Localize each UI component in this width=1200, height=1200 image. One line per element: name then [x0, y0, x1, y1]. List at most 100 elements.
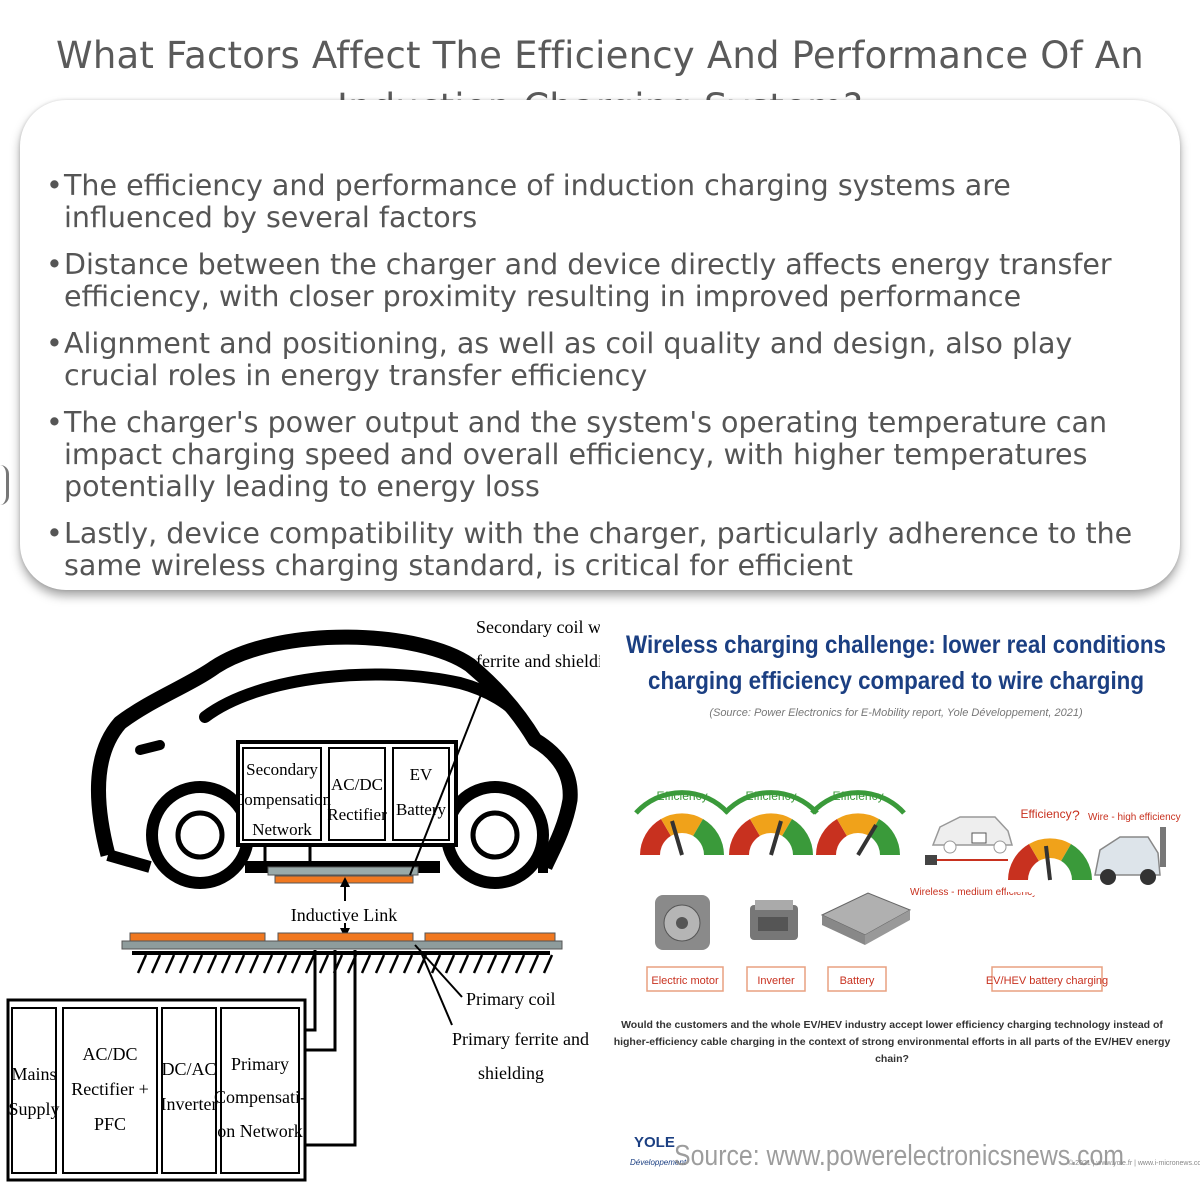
hatch-mark	[276, 954, 288, 974]
hatch-mark	[248, 954, 260, 974]
efficiency-gauge: Efficiency	[723, 789, 819, 877]
ev-charging-box	[991, 966, 1103, 992]
induction-system-diagram: Secondary Compensation Network AC/DC Rec…	[6, 617, 600, 1182]
hatch-mark	[458, 954, 470, 974]
car-handle	[135, 740, 165, 755]
question-mark: ?	[1072, 807, 1080, 823]
bullet-item: The efficiency and performance of induct…	[46, 170, 1150, 234]
inverter-text: Inverter	[757, 975, 795, 987]
inv-text-1: DC/AC	[161, 1059, 216, 1079]
wireless-car-sketch	[925, 816, 1013, 865]
hatch-mark	[486, 954, 498, 974]
efficiency-gauge: Efficiency	[634, 789, 730, 877]
hatch-mark	[388, 954, 400, 974]
yole-logo-sub: Développement	[630, 1158, 687, 1167]
mains-supply-box	[11, 1007, 57, 1174]
primary-ferrite-label-1: Primary ferrite and	[452, 1029, 589, 1049]
secondary-coil-label-2: ferrite and shielding	[476, 651, 600, 671]
hatch-mark	[136, 954, 148, 974]
box-ev-text-1: EV	[410, 765, 433, 784]
primary-ferrite-pointer	[419, 949, 453, 1026]
dcac-inverter-box	[161, 1007, 217, 1174]
bullet-item: Alignment and positioning, as well as co…	[46, 328, 1150, 392]
hatch-mark	[514, 954, 526, 974]
gauge-efficiency-label-red: Efficiency	[1020, 807, 1071, 821]
bullet-item: Lastly, device compatibility with the ch…	[46, 518, 1150, 582]
hatch-mark	[360, 954, 372, 974]
hatch-mark	[542, 954, 554, 974]
efficiency-gauge: Efficiency	[810, 789, 906, 877]
charging-efficiency-gauge: Efficiency ?	[1006, 807, 1094, 902]
prim-text-2: Compensati-	[214, 1087, 306, 1107]
secondary-coil-label-1: Secondary coil with	[476, 617, 600, 637]
hatch-mark	[290, 954, 302, 974]
wireless-efficiency-label: Wireless - medium efficiency	[910, 887, 1037, 898]
hatch-mark	[164, 954, 176, 974]
question-line-1: Would the customers and the whole EV/HEV…	[621, 1019, 1163, 1031]
hatch-mark	[178, 954, 190, 974]
acdc-rectifier-box	[328, 747, 386, 841]
question-line-2: higher-efficiency cable charging in the …	[614, 1036, 1171, 1048]
hatch-mark	[318, 954, 330, 974]
primary-coil-segment	[424, 932, 556, 942]
battery-box	[827, 966, 887, 992]
bullet-item: Distance between the charger and device …	[46, 249, 1150, 313]
inverter-box	[746, 966, 806, 992]
box-secondary-text-2: Compensation	[233, 790, 332, 809]
hatch-mark	[444, 954, 456, 974]
car-body-outline	[90, 629, 578, 871]
primary-ferrite-label-2: shielding	[478, 1063, 544, 1083]
electric-motor-text: Electric motor	[651, 975, 719, 987]
hatch-mark	[192, 954, 204, 974]
mains-text-2: Supply	[8, 1099, 59, 1119]
source-watermark: Source: www.powerelectronicsnews.com	[674, 1140, 1124, 1172]
hatch-mark	[234, 954, 246, 974]
mains-text-1: Mains	[12, 1064, 57, 1084]
inverter-image	[750, 900, 798, 940]
front-wheel-hub	[175, 810, 225, 860]
rect-text-3: PFC	[94, 1114, 126, 1134]
electric-motor-box	[646, 966, 724, 992]
acdc-pfc-box	[62, 1007, 158, 1174]
ev-battery-box	[392, 747, 450, 841]
hatch-mark	[500, 954, 512, 974]
wire-efficiency-label: Wire - high efficiency	[1088, 812, 1181, 823]
slide-heading-2: charging efficiency compared to wire cha…	[648, 667, 1144, 695]
wired-car-sketch	[1094, 827, 1166, 885]
battery-text: Battery	[840, 975, 875, 987]
secondary-coil-pointer	[409, 676, 489, 876]
hatch-mark	[472, 954, 484, 974]
hatch-mark	[416, 954, 428, 974]
ev-charging-text: EV/HEV battery charging	[986, 975, 1108, 987]
gauge-efficiency-label: Efficiency	[832, 789, 883, 803]
rear-wheel-hub	[470, 810, 520, 860]
hatch-mark	[430, 954, 442, 974]
gauge-efficiency-label: Efficiency	[745, 789, 796, 803]
copyright-text: © 2021 | www.yole.fr | www.i-micronews.c…	[1068, 1159, 1200, 1167]
box-acdc-text-1: AC/DC	[331, 775, 383, 794]
hatch-mark	[220, 954, 232, 974]
box-acdc-text-2: Rectifier	[327, 805, 387, 824]
slide-heading-1: Wireless charging challenge: lower real …	[626, 631, 1166, 659]
hatch-mark	[262, 954, 274, 974]
inductive-link-label: Inductive Link	[291, 905, 397, 925]
primary-pad-plate	[121, 940, 563, 950]
ground-hatching	[136, 954, 554, 974]
question-line-3: chain?	[875, 1053, 909, 1065]
bullet-item: The charger's power output and the syste…	[46, 407, 1150, 503]
primary-compensation-box	[220, 1007, 300, 1174]
hatch-mark	[304, 954, 316, 974]
hatch-mark	[374, 954, 386, 974]
edge-decoration	[0, 465, 9, 505]
primary-coil-segment	[129, 932, 266, 942]
hatch-mark	[150, 954, 162, 974]
hatch-mark	[206, 954, 218, 974]
bullet-list: The efficiency and performance of induct…	[20, 100, 1180, 582]
yole-efficiency-slide: Wireless charging challenge: lower real …	[614, 631, 1200, 1172]
secondary-compensation-box	[242, 747, 322, 841]
primary-coil-label: Primary coil	[466, 989, 555, 1009]
battery-image	[820, 892, 912, 945]
box-secondary-text-3: Network	[252, 820, 312, 839]
electric-motor-image	[655, 895, 710, 950]
slide-source: (Source: Power Electronics for E-Mobilit…	[709, 707, 1083, 719]
